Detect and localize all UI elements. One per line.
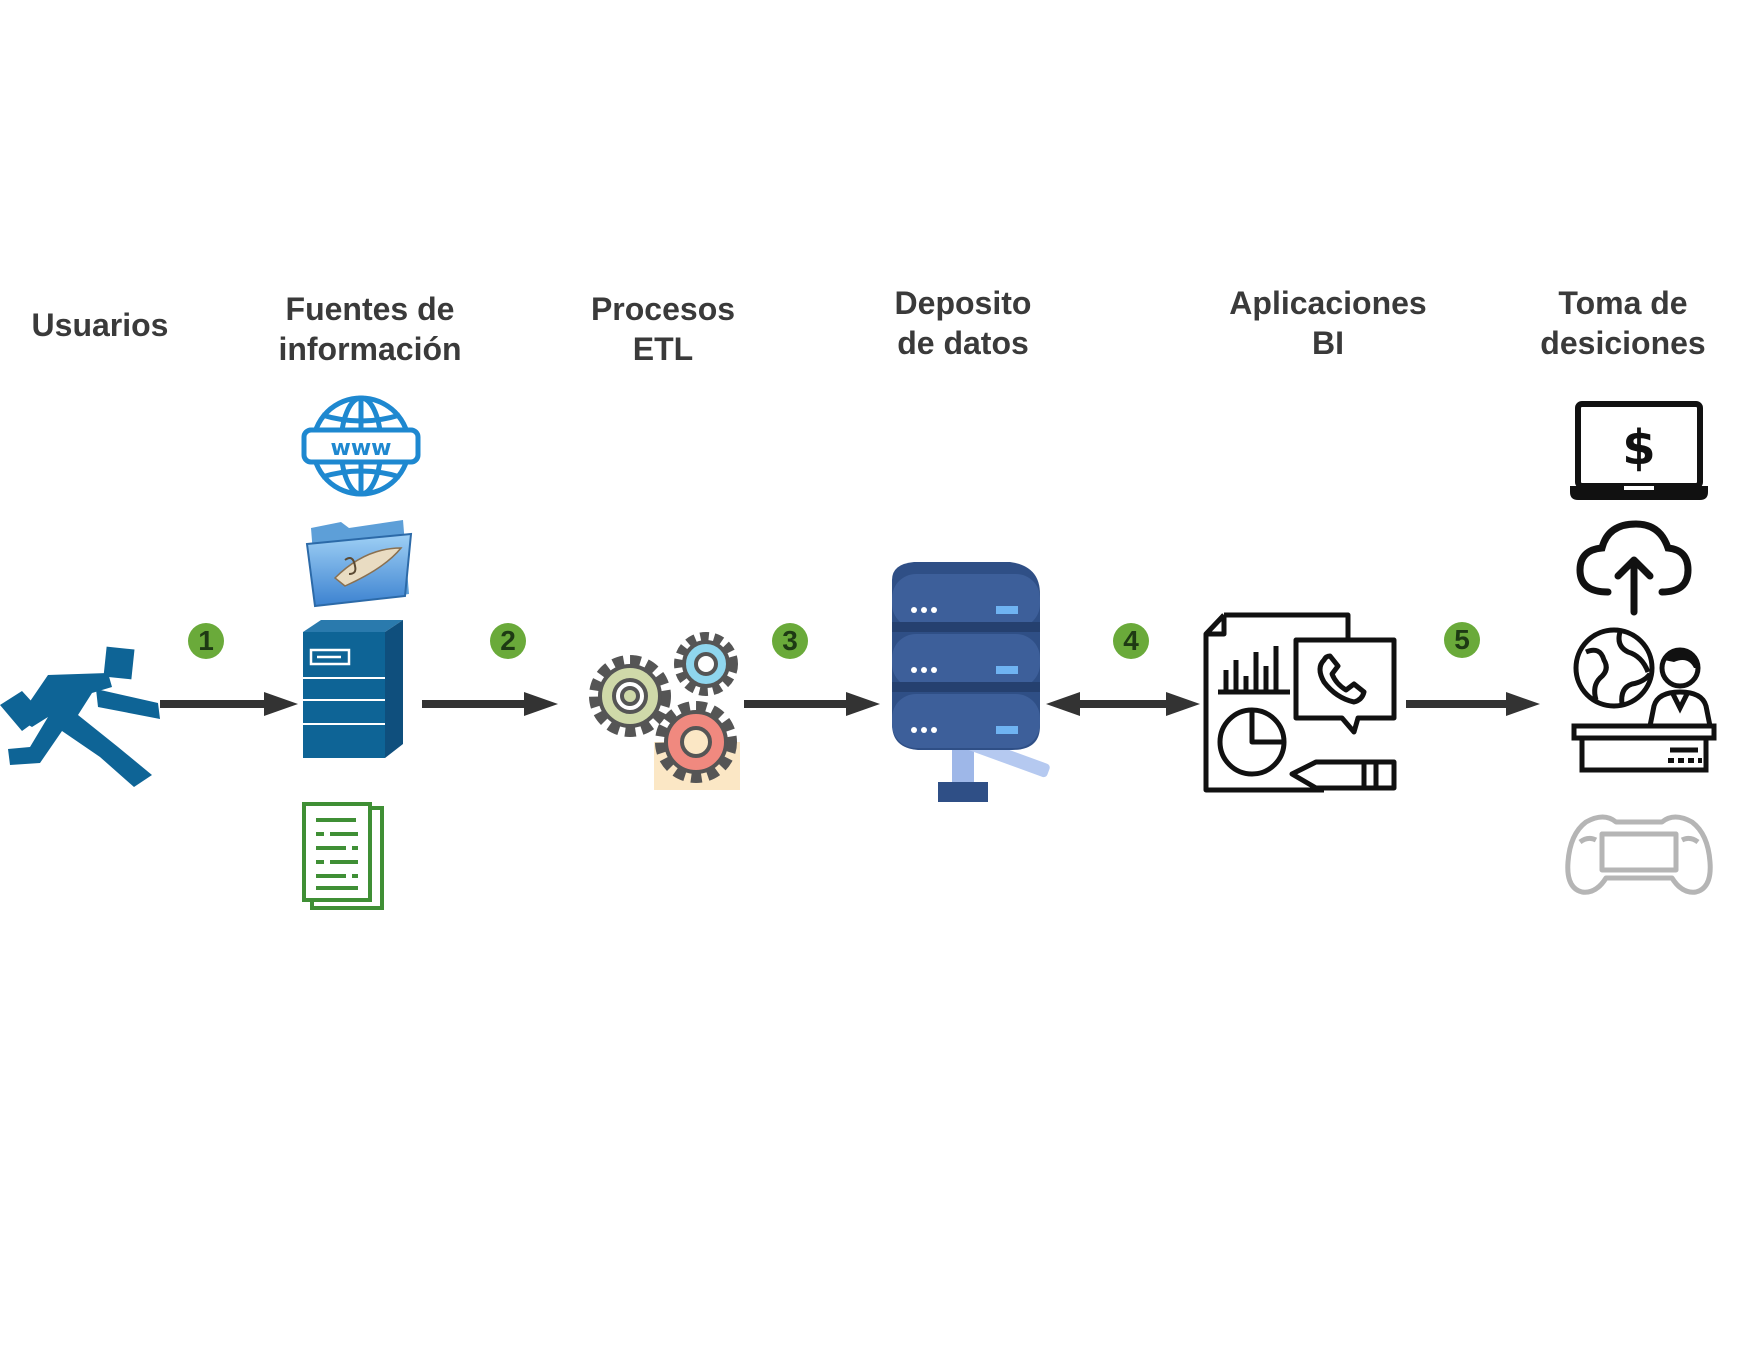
file-server-icon	[303, 620, 403, 758]
arrow-2-head	[524, 692, 558, 716]
stage-label-line: desiciones	[1540, 325, 1706, 361]
svg-text:www: www	[331, 436, 392, 461]
stage-label-etl: Procesos ETL	[563, 289, 763, 369]
arrow-3-head	[846, 692, 880, 716]
gamepad-icon	[1565, 814, 1713, 895]
database-server-icon	[892, 562, 1050, 802]
stage-label-line: Deposito	[894, 285, 1032, 321]
svg-text:$: $	[1622, 420, 1655, 476]
stage-label-line: de datos	[897, 325, 1029, 361]
step-badge-4: 4	[1113, 623, 1149, 659]
step-badge-5: 5	[1444, 622, 1480, 658]
stage-label-fuentes: Fuentes de información	[260, 289, 480, 369]
laptop-dollar-icon: $	[1570, 401, 1708, 500]
arrow-4-head-left	[1046, 692, 1080, 716]
stage-label-line: Procesos	[590, 291, 736, 327]
step-badge-2: 2	[490, 623, 526, 659]
stage-label-line: Toma de	[1558, 285, 1688, 321]
step-badge-1: 1	[188, 623, 224, 659]
arrow-1-head	[264, 692, 298, 716]
bi-report-icon	[1203, 612, 1397, 793]
stage-label-line: información	[278, 331, 462, 367]
stage-label-line: BI	[1312, 325, 1344, 361]
stage-label-line: Usuarios	[31, 307, 169, 343]
running-person-icon	[0, 646, 160, 787]
stage-label-toma: Toma de desiciones	[1513, 283, 1733, 363]
www-globe-icon: www	[301, 395, 421, 497]
stage-label-aplicaciones: Aplicaciones BI	[1208, 283, 1448, 363]
text-document-icon	[302, 802, 384, 910]
stage-label-line: Fuentes de	[285, 291, 455, 327]
arrow-5-head	[1506, 692, 1540, 716]
stage-label-line: ETL	[632, 331, 694, 367]
stage-label-deposito: Deposito de datos	[863, 283, 1063, 363]
folder-icon	[305, 520, 413, 608]
gears-icon	[589, 632, 740, 790]
cloud-upload-icon	[1576, 520, 1692, 616]
arrow-4-head-right	[1166, 692, 1200, 716]
globe-presenter-icon	[1571, 627, 1717, 773]
stage-label-line: Aplicaciones	[1229, 285, 1427, 321]
stage-label-usuarios: Usuarios	[20, 305, 180, 345]
step-badge-3: 3	[772, 623, 808, 659]
